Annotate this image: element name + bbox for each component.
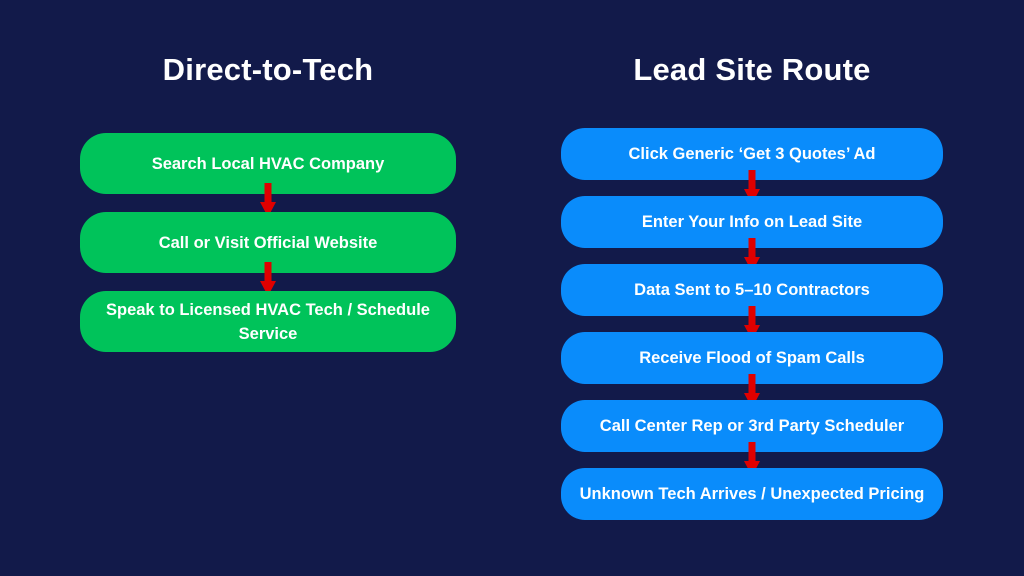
left-step-2: Call or Visit Official Website bbox=[80, 212, 456, 273]
direct-to-tech-title: Direct-to-Tech bbox=[162, 52, 374, 87]
right-step-6: Unknown Tech Arrives / Unexpected Pricin… bbox=[561, 468, 943, 520]
down-arrow-icon bbox=[260, 183, 276, 217]
left-step-1: Search Local HVAC Company bbox=[80, 133, 456, 194]
lead-site-route-title: Lead Site Route bbox=[633, 52, 871, 87]
left-step-3: Speak to Licensed HVAC Tech / Schedule S… bbox=[80, 291, 456, 352]
right-step-5: Call Center Rep or 3rd Party Scheduler bbox=[561, 400, 943, 452]
right-step-4: Receive Flood of Spam Calls bbox=[561, 332, 943, 384]
down-arrow-icon bbox=[260, 262, 276, 296]
